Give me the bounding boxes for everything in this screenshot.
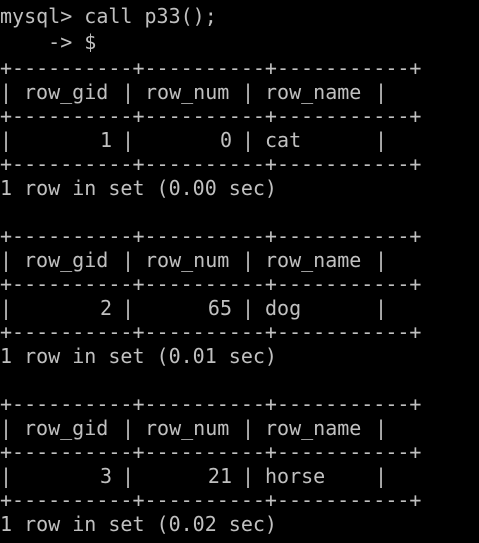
table-border-bottom: +----------+----------+-----------+ [0,488,422,512]
column-header-row-name: row_name [265,248,362,272]
table-column-separator: | [242,464,255,488]
cell-row-name: horse [265,464,326,488]
table-column-separator: | [242,80,255,104]
table-column-separator: | [0,416,13,440]
table-column-separator: | [0,80,13,104]
cell-row-name: dog [265,296,302,320]
table-column-separator: | [0,248,13,272]
table-column-separator: | [242,248,255,272]
result-status-line: 1 row in set (0.02 sec) [0,512,277,536]
column-header-row-num: row_num [145,80,230,104]
table-column-separator: | [0,128,13,152]
table-column-separator: | [122,248,135,272]
table-column-separator: | [375,128,388,152]
table-border-bottom: +----------+----------+-----------+ [0,152,422,176]
column-header-row-name: row_name [265,416,362,440]
cell-row-num: 65 [207,296,232,320]
table-column-separator: | [375,80,388,104]
table-column-separator: | [375,248,388,272]
cell-row-num: 0 [219,128,232,152]
cell-row-gid: 1 [99,128,112,152]
table-border-top: +----------+----------+-----------+ [0,392,422,416]
table-column-separator: | [242,128,255,152]
table-column-separator: | [122,464,135,488]
column-header-row-num: row_num [145,248,230,272]
column-header-row-name: row_name [265,80,362,104]
continuation-prompt-line: -> $ [0,30,97,54]
result-status-line: 1 row in set (0.01 sec) [0,344,277,368]
table-column-separator: | [375,416,388,440]
cell-row-name: cat [265,128,302,152]
table-column-separator: | [375,464,388,488]
table-border-header: +----------+----------+-----------+ [0,272,422,296]
result-status-line: 1 row in set (0.00 sec) [0,176,277,200]
table-column-separator: | [122,416,135,440]
cell-row-gid: 3 [99,464,112,488]
table-border-bottom: +----------+----------+-----------+ [0,320,422,344]
table-border-header: +----------+----------+-----------+ [0,440,422,464]
table-column-separator: | [122,128,135,152]
table-column-separator: | [0,464,13,488]
table-border-top: +----------+----------+-----------+ [0,224,422,248]
table-border-header: +----------+----------+-----------+ [0,104,422,128]
cell-row-num: 21 [207,464,232,488]
column-header-row-gid: row_gid [24,248,109,272]
table-column-separator: | [122,296,135,320]
table-column-separator: | [0,296,13,320]
table-border-top: +----------+----------+-----------+ [0,56,422,80]
column-header-row-gid: row_gid [24,80,109,104]
table-column-separator: | [242,416,255,440]
table-column-separator: | [122,80,135,104]
column-header-row-num: row_num [145,416,230,440]
cell-row-gid: 2 [99,296,112,320]
table-column-separator: | [242,296,255,320]
table-column-separator: | [375,296,388,320]
column-header-row-gid: row_gid [24,416,109,440]
command-prompt-line: mysql> call p33(); [0,4,217,28]
